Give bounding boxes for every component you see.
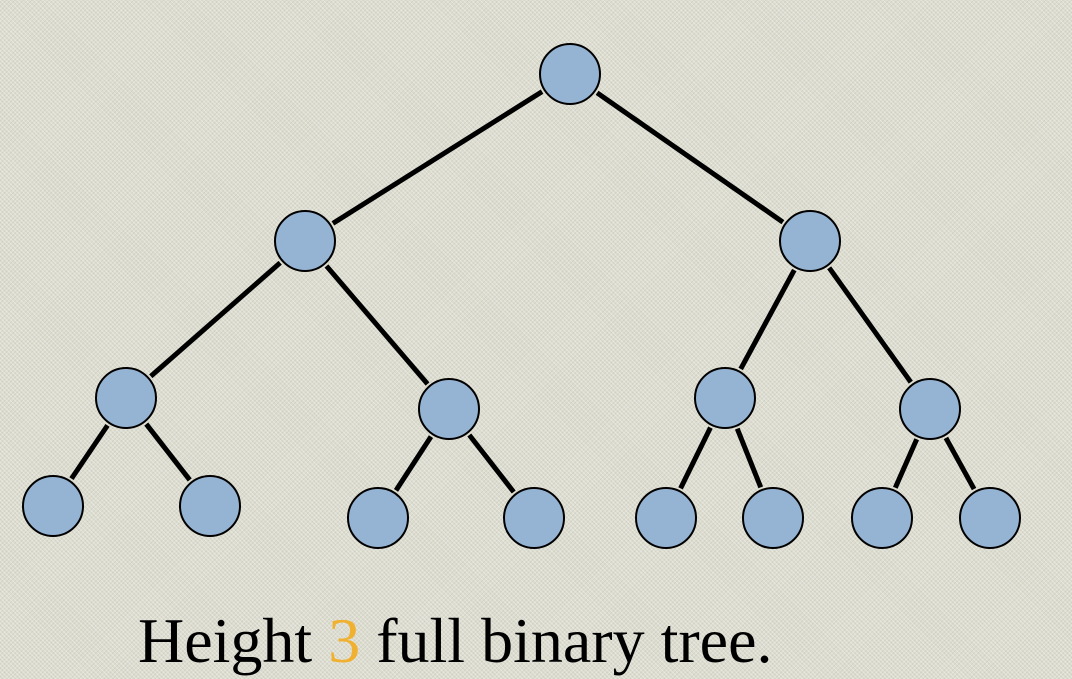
caption-height-number: 3 — [328, 605, 361, 676]
tree-node-l2-c — [694, 367, 756, 429]
edge-l2-b-l3-d — [467, 433, 516, 494]
tree-node-l3-a — [22, 475, 84, 537]
edge-l1-a-l2-a — [149, 260, 282, 379]
tree-node-l3-b — [179, 475, 241, 537]
edge-l2-a-l3-a — [69, 423, 110, 481]
tree-node-l3-d — [503, 487, 565, 549]
tree-node-l1-b — [779, 210, 841, 272]
tree-node-l3-c — [347, 487, 409, 549]
tree-node-l3-g — [851, 487, 913, 549]
caption-prefix: Height — [138, 605, 313, 676]
tree-node-l1-a — [274, 210, 336, 272]
edge-l1-b-l2-d — [827, 266, 913, 384]
edge-l2-d-l3-g — [893, 438, 919, 489]
edge-l2-a-l3-b — [144, 422, 192, 482]
tree-node-l3-e — [635, 487, 697, 549]
edge-l1-b-l2-c — [738, 268, 797, 371]
tree-node-l2-a — [95, 367, 157, 429]
tree-node-l2-d — [899, 378, 961, 440]
edge-l2-c-l3-f — [734, 427, 764, 489]
diagram-caption: Height 3 full binary tree. — [138, 605, 772, 677]
tree-node-root — [539, 43, 601, 105]
tree-node-l2-b — [418, 378, 480, 440]
edge-l2-c-l3-e — [678, 426, 713, 490]
tree-edges — [69, 89, 977, 494]
edge-l1-a-l2-b — [324, 264, 430, 386]
tree-node-l3-f — [742, 487, 804, 549]
tree-node-l3-h — [959, 487, 1021, 549]
tree-nodes — [22, 43, 1021, 549]
edge-root-l1-a — [331, 89, 544, 226]
edge-l2-d-l3-h — [943, 436, 977, 491]
caption-suffix: full binary tree. — [376, 605, 773, 676]
edge-root-l1-b — [595, 90, 785, 225]
edge-l2-b-l3-c — [393, 435, 434, 492]
